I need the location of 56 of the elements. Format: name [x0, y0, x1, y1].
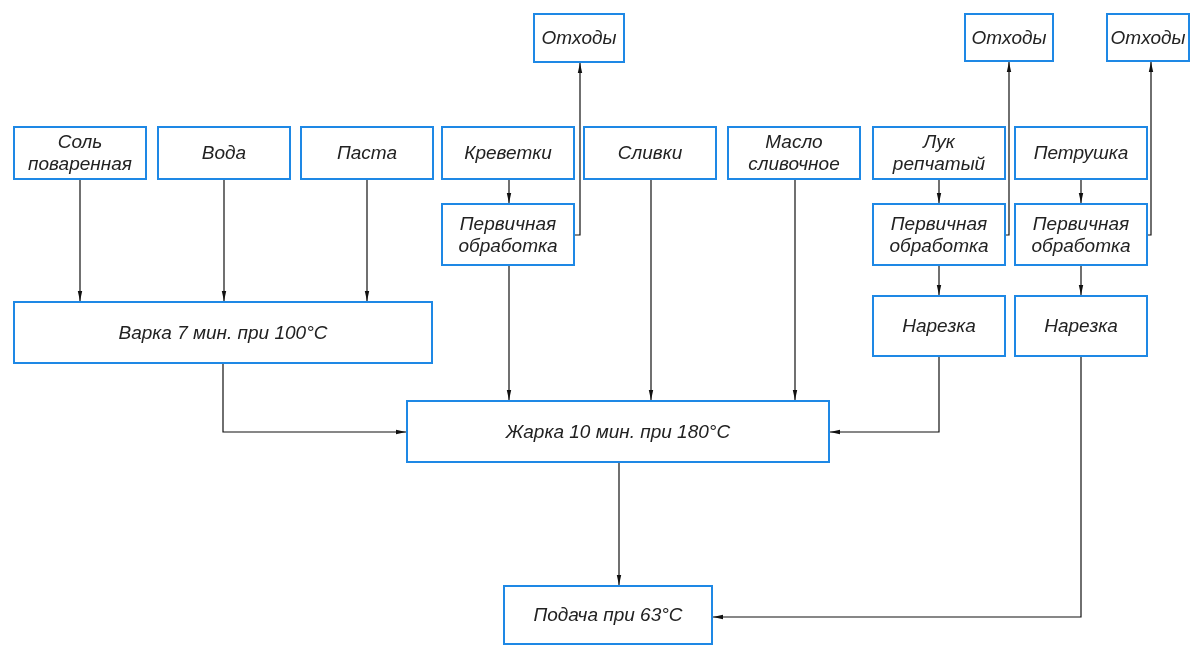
node-label: Креветки [463, 142, 553, 164]
arrow [1078, 179, 1084, 204]
process-box [13, 126, 147, 180]
node-label: Петрушка [1032, 142, 1130, 164]
node-label: Сливки [616, 142, 684, 164]
node-label: Нарезка [1043, 315, 1119, 337]
process-box [300, 126, 434, 180]
node-label: Первичная обработка [457, 212, 559, 257]
process-box [1014, 126, 1148, 180]
arrow [364, 179, 370, 302]
arrow [574, 62, 583, 236]
process-box [1106, 13, 1190, 62]
node-label: Отходы [970, 26, 1048, 49]
node-label: Варка 7 мин. при 100°С [117, 321, 329, 344]
node-label: Первичная обработка [888, 212, 990, 257]
process-box [441, 203, 575, 266]
process-box [727, 126, 861, 180]
arrow [936, 179, 942, 204]
node-label: Нарезка [901, 315, 977, 337]
node-label: Паста [336, 142, 398, 164]
arrow [936, 265, 942, 296]
arrow [1078, 265, 1084, 296]
arrow [222, 363, 407, 435]
node-label: Подача при 63°С [532, 604, 684, 626]
process-box [872, 295, 1006, 357]
arrow [1147, 61, 1154, 236]
process-box [872, 126, 1006, 180]
node-label: Первичная обработка [1030, 212, 1132, 257]
arrow [506, 265, 512, 401]
process-box [533, 13, 625, 63]
arrow [1005, 61, 1012, 236]
process-box [13, 301, 433, 364]
arrow [648, 179, 654, 401]
arrow [712, 356, 1082, 620]
process-box [406, 400, 830, 463]
arrow [792, 179, 798, 401]
node-label: Соль поваренная [27, 131, 133, 175]
process-box [441, 126, 575, 180]
process-box [583, 126, 717, 180]
node-label: Лук репчатый [891, 131, 987, 175]
process-box [503, 585, 713, 645]
arrow [829, 356, 940, 435]
arrow [221, 179, 227, 302]
arrow [77, 179, 83, 302]
node-label: Вода [200, 142, 248, 164]
node-label: Жарка 10 мин. при 180°С [504, 420, 732, 443]
process-box [157, 126, 291, 180]
node-label: Отходы [540, 27, 618, 49]
process-box [964, 13, 1054, 62]
node-label: Масло сливочное [747, 131, 841, 175]
arrow [616, 462, 622, 586]
process-box [1014, 295, 1148, 357]
arrow [506, 179, 512, 204]
node-label: Отходы [1109, 26, 1187, 49]
process-box [872, 203, 1006, 266]
process-box [1014, 203, 1148, 266]
